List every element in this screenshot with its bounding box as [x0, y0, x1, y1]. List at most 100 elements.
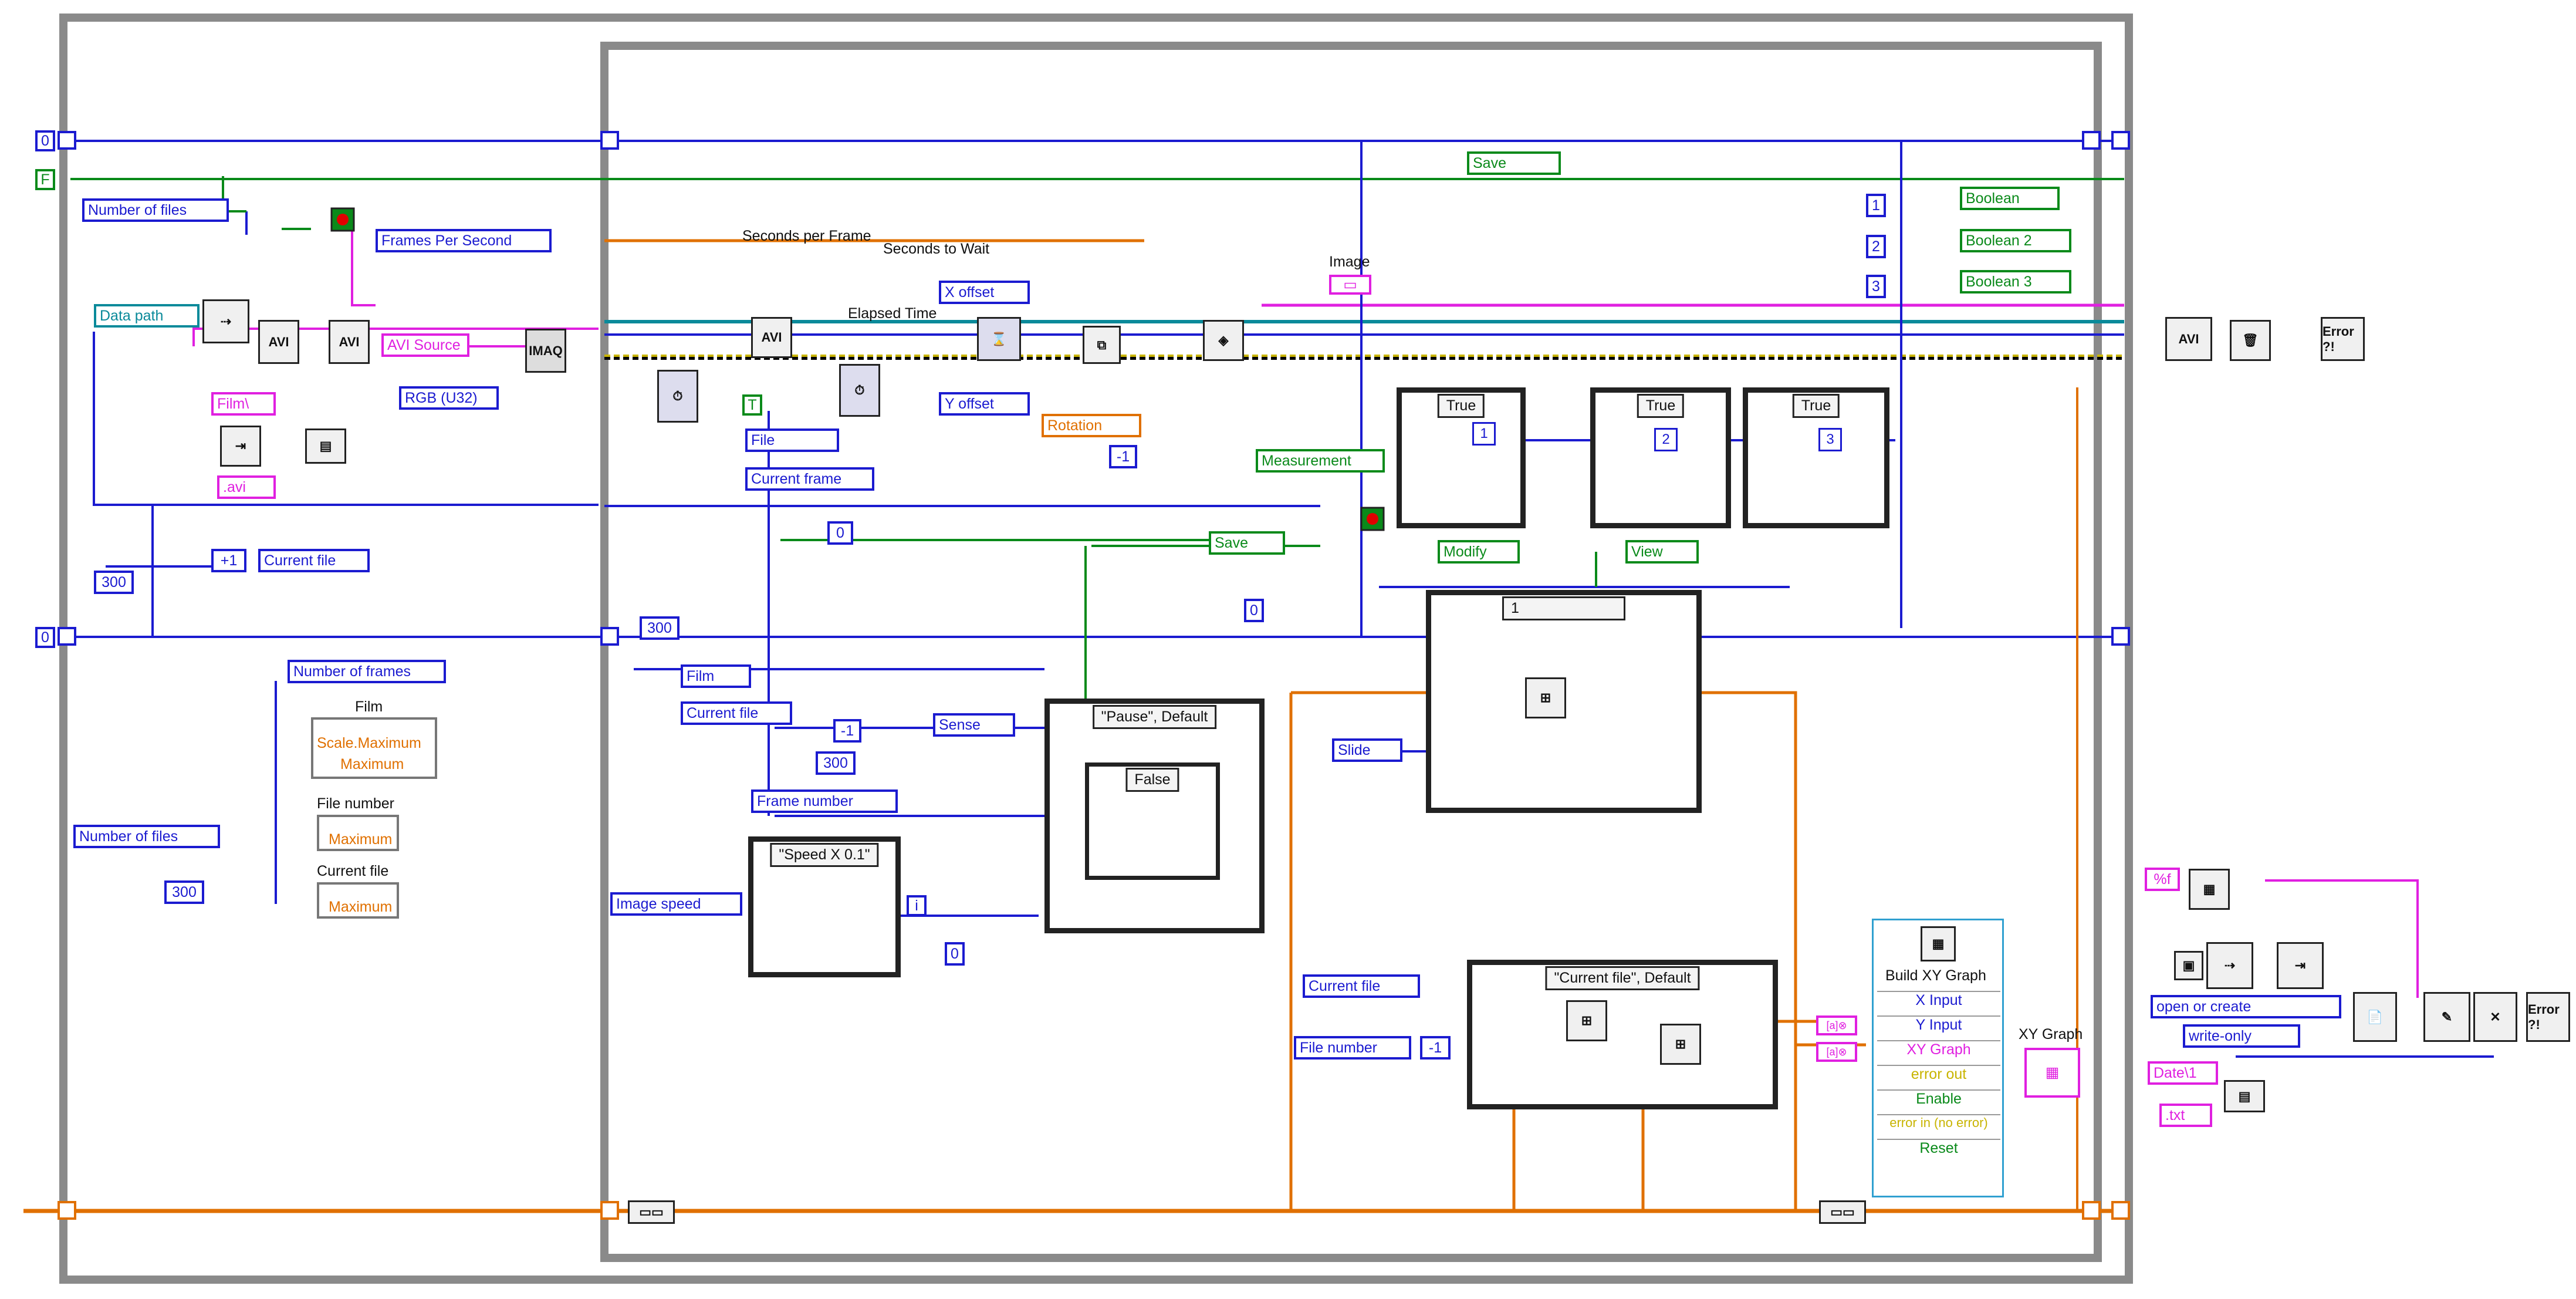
xy-term-enable[interactable]: Enable [1877, 1089, 2000, 1108]
number-of-files-control[interactable]: Number of files [82, 198, 229, 222]
wait-timer-vi[interactable]: ⌛ [977, 317, 1021, 361]
constant-zero-d[interactable]: 0 [945, 942, 965, 966]
rotation-control[interactable]: Rotation [1042, 414, 1141, 437]
film-string-constant[interactable]: Film\ [211, 392, 276, 416]
case-selector-3[interactable]: True [1792, 394, 1840, 418]
xy-term-y-input[interactable]: Y Input [1877, 1015, 2000, 1034]
tick-count-vi-1[interactable]: ⏱ [657, 370, 698, 423]
constant-300-d[interactable]: 300 [816, 751, 856, 775]
image-speed-control[interactable]: Image speed [610, 892, 742, 916]
open-file-vi[interactable]: 📄 [2353, 992, 2397, 1042]
merge-errors-vi-1[interactable]: ▭▭ [628, 1200, 675, 1224]
rotate-vi[interactable]: ◈ [1203, 320, 1244, 361]
y-offset-control[interactable]: Y offset [939, 392, 1030, 416]
modify-control[interactable]: Modify [1438, 540, 1520, 564]
build-xy-graph-vi[interactable]: ▦ Build XY Graph X Input Y Input XY Grap… [1872, 919, 2004, 1197]
xy-term-x-input[interactable]: X Input [1877, 991, 2000, 1009]
concat-strings-vi[interactable]: ▤ [305, 428, 346, 464]
build-path-3-vi[interactable]: ⇢ [2206, 942, 2253, 989]
case-selector-1[interactable]: True [1437, 394, 1485, 418]
x-offset-control[interactable]: X offset [939, 281, 1030, 304]
case-structure-true-1[interactable]: True 1 [1397, 387, 1526, 528]
array-vi[interactable]: ⊞ [1525, 677, 1566, 718]
case-structure-false[interactable]: False [1085, 762, 1220, 880]
constant-zero-c[interactable]: 0 [827, 521, 853, 545]
constant-neg-one-c[interactable]: -1 [1420, 1036, 1451, 1060]
constant-true[interactable]: T [742, 394, 762, 416]
case-structure-one[interactable]: 1 ⊞ [1426, 590, 1702, 813]
view-control[interactable]: View [1625, 540, 1699, 564]
xy-term-xy-graph[interactable]: XY Graph [1877, 1040, 2000, 1058]
xy-term-error-in[interactable]: error in (no error) [1877, 1114, 2000, 1131]
avi-close-vi[interactable]: AVI [2165, 317, 2212, 361]
case2-const[interactable]: 2 [1654, 428, 1678, 451]
array-vi-3[interactable]: ⊞ [1660, 1024, 1701, 1065]
case-structure-true-2[interactable]: True 2 [1590, 387, 1731, 528]
avi-string-constant[interactable]: .avi [217, 475, 276, 499]
write-only-dropdown[interactable]: write-only [2183, 1024, 2300, 1048]
case-selector-2[interactable]: True [1637, 394, 1685, 418]
build-path-4-vi[interactable]: ⇥ [2277, 942, 2324, 989]
merge-errors-vi-2[interactable]: ▭▭ [1819, 1200, 1866, 1224]
tick-count-vi-2[interactable]: ⏱ [839, 364, 880, 417]
build-path-vi[interactable]: ⇢ [202, 299, 249, 343]
constant-one-a[interactable]: 1 [1866, 194, 1886, 217]
frames-per-second-control[interactable]: Frames Per Second [376, 229, 552, 252]
write-text-vi[interactable]: ✎ [2423, 992, 2470, 1042]
case-structure-current-file[interactable]: "Current file", Default ⊞ ⊞ [1467, 960, 1778, 1109]
constant-300-c[interactable]: 300 [640, 616, 680, 640]
case-selector-current-file[interactable]: "Current file", Default [1545, 966, 1700, 990]
avi-open-vi[interactable]: AVI [258, 320, 299, 364]
constant-i[interactable]: i [907, 895, 927, 916]
constant-neg-one-b[interactable]: -1 [833, 719, 861, 743]
save-control[interactable]: Save [1467, 151, 1561, 175]
constant-zero-b[interactable]: 0 [35, 627, 55, 648]
constant-two-a[interactable]: 2 [1866, 235, 1886, 258]
error-handler-vi-1[interactable]: Error ?! [2321, 317, 2365, 361]
open-or-create-dropdown[interactable]: open or create [2151, 995, 2341, 1018]
number-of-files-control-2[interactable]: Number of files [73, 825, 220, 848]
default-dir-vi[interactable]: ▣ [2174, 951, 2203, 980]
constant-zero[interactable]: 0 [35, 130, 55, 151]
constant-false[interactable]: F [35, 169, 55, 190]
data-path-control[interactable]: Data path [94, 304, 200, 328]
txt-string-constant[interactable]: .txt [2159, 1104, 2212, 1127]
stop-terminal-inner[interactable] [1360, 507, 1385, 531]
avi-source-control[interactable]: AVI Source [381, 333, 469, 357]
dispose-vi[interactable]: 🗑 [2230, 320, 2271, 361]
constant-zero-e[interactable]: 0 [1244, 599, 1264, 622]
case1-const[interactable]: 1 [1472, 422, 1496, 446]
current-file-control-2[interactable]: Current file [1303, 974, 1420, 998]
frame-number-control[interactable]: Frame number [751, 789, 898, 813]
case-selector-speed[interactable]: "Speed X 0.1" [770, 843, 879, 867]
current-file-control[interactable]: Current file [681, 701, 792, 725]
case-structure-pause[interactable]: "Pause", Default False [1044, 699, 1265, 933]
format-spec-constant[interactable]: %f [2145, 868, 2180, 891]
constant-neg-one-a[interactable]: -1 [1109, 445, 1137, 468]
measurement-control[interactable]: Measurement [1256, 449, 1385, 473]
case-selector-pause[interactable]: "Pause", Default [1092, 705, 1217, 729]
inner-while-loop[interactable] [600, 42, 2102, 1262]
constant-300-a[interactable]: 300 [94, 571, 134, 594]
concat-strings-vi-2[interactable]: ▤ [2224, 1080, 2265, 1112]
case3-const[interactable]: 3 [1818, 428, 1842, 451]
case-structure-speed[interactable]: "Speed X 0.1" [748, 836, 901, 977]
date-string-constant[interactable]: Date\1 [2148, 1061, 2218, 1085]
error-handler-vi-2[interactable]: Error ?! [2526, 992, 2570, 1042]
avi-read-frame-vi[interactable]: AVI [751, 317, 792, 358]
constant-three-a[interactable]: 3 [1866, 275, 1886, 298]
avi-info-vi[interactable]: AVI [329, 320, 370, 364]
case-selector-false[interactable]: False [1125, 768, 1179, 792]
overlay-vi[interactable]: ⧉ [1083, 326, 1121, 364]
build-path-2-vi[interactable]: ⇥ [220, 426, 261, 467]
xy-term-reset[interactable]: Reset [1877, 1139, 2000, 1157]
array-to-spreadsheet-vi[interactable]: ▦ [2189, 869, 2230, 910]
case-selector-one[interactable]: 1 [1502, 596, 1625, 620]
constant-300-b[interactable]: 300 [164, 880, 204, 904]
close-file-vi[interactable]: ✕ [2473, 992, 2517, 1042]
case-structure-true-3[interactable]: True 3 [1743, 387, 1889, 528]
xy-term-error-out[interactable]: error out [1877, 1065, 2000, 1083]
outer-while-loop[interactable] [59, 14, 2133, 1284]
imaq-create-vi[interactable]: IMAQ [525, 329, 566, 373]
file-number-control[interactable]: File number [1294, 1036, 1411, 1060]
